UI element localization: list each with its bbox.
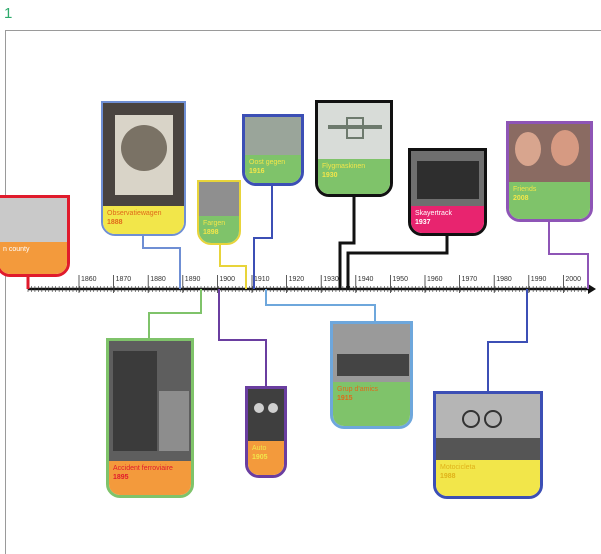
event-caption: Motocicleta 1988 [436, 460, 540, 496]
axis-tick-label: 1880 [150, 276, 166, 283]
axis-tick-label: 1960 [427, 276, 443, 283]
event-title: Motocicleta [440, 464, 476, 471]
connector-selfie [548, 222, 589, 289]
event-caption: Flygmaskinen 1930 [318, 159, 390, 194]
event-title: Friends [513, 186, 537, 193]
event-photo [199, 182, 239, 216]
event-photo [103, 103, 184, 206]
axis-tick-label: 2000 [565, 276, 581, 283]
event-card-plane[interactable]: Flygmaskinen 1930 [315, 100, 393, 197]
event-title: Oost gegen [249, 159, 286, 166]
timeline-tick-labels: 1860 1870 1880 1890 1900 1910 1920 1930 1940 1950… [81, 276, 581, 283]
timeline-arrow [588, 284, 596, 294]
event-year: 1898 [203, 229, 219, 236]
event-caption: Accident ferroviaire 1895 [109, 461, 191, 495]
axis-tick-label: 1920 [289, 276, 305, 283]
event-card-oost[interactable]: Oost gegen 1916 [242, 114, 304, 186]
connector-plane [338, 196, 356, 289]
event-year: 1930 [322, 172, 338, 179]
connector-tram [346, 236, 449, 289]
event-card-fargen[interactable]: Fargen 1898 [197, 180, 241, 245]
figure-frame [5, 30, 601, 554]
event-year: 1937 [415, 219, 431, 226]
event-year: 1916 [249, 168, 265, 175]
event-title: Auto [252, 445, 267, 452]
event-year: 1915 [337, 395, 353, 402]
event-photo [248, 389, 284, 441]
event-year: 1895 [113, 474, 129, 481]
event-card-group[interactable]: Grup d'amics 1915 [330, 321, 413, 429]
event-photo [0, 198, 67, 242]
connector-accident [148, 289, 202, 338]
event-title: Skayertrack [415, 210, 452, 217]
event-photo [509, 124, 590, 182]
event-card-county[interactable]: n county [0, 195, 70, 277]
axis-tick-label: 1860 [81, 276, 97, 283]
event-caption: Fargen 1898 [199, 216, 239, 243]
connector-observation [142, 236, 181, 289]
event-title: Observatiewagen [107, 210, 162, 217]
axis-tick-label: 1930 [323, 276, 339, 283]
event-photo [411, 151, 484, 206]
event-card-moto[interactable]: Motocicleta 1988 [433, 391, 543, 499]
connector-fargen [219, 245, 247, 289]
axis-tick-label: 1900 [219, 276, 235, 283]
event-caption: Oost gegen 1916 [245, 155, 301, 183]
event-title: n county [3, 246, 30, 253]
event-photo [318, 103, 390, 159]
event-caption: Auto 1905 [248, 441, 284, 475]
event-year: 2008 [513, 195, 529, 202]
event-card-tram[interactable]: Skayertrack 1937 [408, 148, 487, 236]
event-title: Flygmaskinen [322, 163, 366, 170]
connector-group [265, 289, 376, 322]
event-year: 1888 [107, 219, 123, 226]
event-year: 1988 [440, 473, 456, 480]
axis-tick-label: 1870 [116, 276, 132, 283]
event-photo [333, 324, 410, 382]
axis-tick-label: 1950 [392, 276, 408, 283]
event-title: Accident ferroviaire [113, 465, 173, 472]
event-card-observation[interactable]: Observatiewagen 1888 [101, 101, 186, 236]
timeline-ticks [27, 275, 586, 293]
event-title: Fargen [203, 220, 226, 227]
event-caption: Observatiewagen 1888 [103, 206, 184, 234]
event-caption: Friends 2008 [509, 182, 590, 219]
event-card-accident[interactable]: Accident ferroviaire 1895 [106, 338, 194, 498]
connector-car [218, 289, 267, 388]
connector-moto [487, 289, 528, 392]
event-photo [436, 394, 540, 460]
event-caption: Grup d'amics 1915 [333, 382, 410, 426]
event-title: Grup d'amics [337, 386, 379, 393]
connector-oost [253, 186, 273, 289]
axis-tick-label: 1990 [531, 276, 547, 283]
axis-tick-label: 1890 [185, 276, 201, 283]
axis-tick-label: 1940 [358, 276, 374, 283]
event-caption: Skayertrack 1937 [411, 206, 484, 233]
event-year: 1905 [252, 454, 268, 461]
event-card-selfie[interactable]: Friends 2008 [506, 121, 593, 222]
event-caption: n county [0, 242, 67, 274]
axis-tick-label: 1970 [462, 276, 478, 283]
event-card-car[interactable]: Auto 1905 [245, 386, 287, 478]
event-photo [109, 341, 191, 461]
axis-tick-label: 1980 [496, 276, 512, 283]
event-photo [245, 117, 301, 155]
figure-number: 1 [4, 5, 13, 22]
axis-tick-label: 1910 [254, 276, 270, 283]
